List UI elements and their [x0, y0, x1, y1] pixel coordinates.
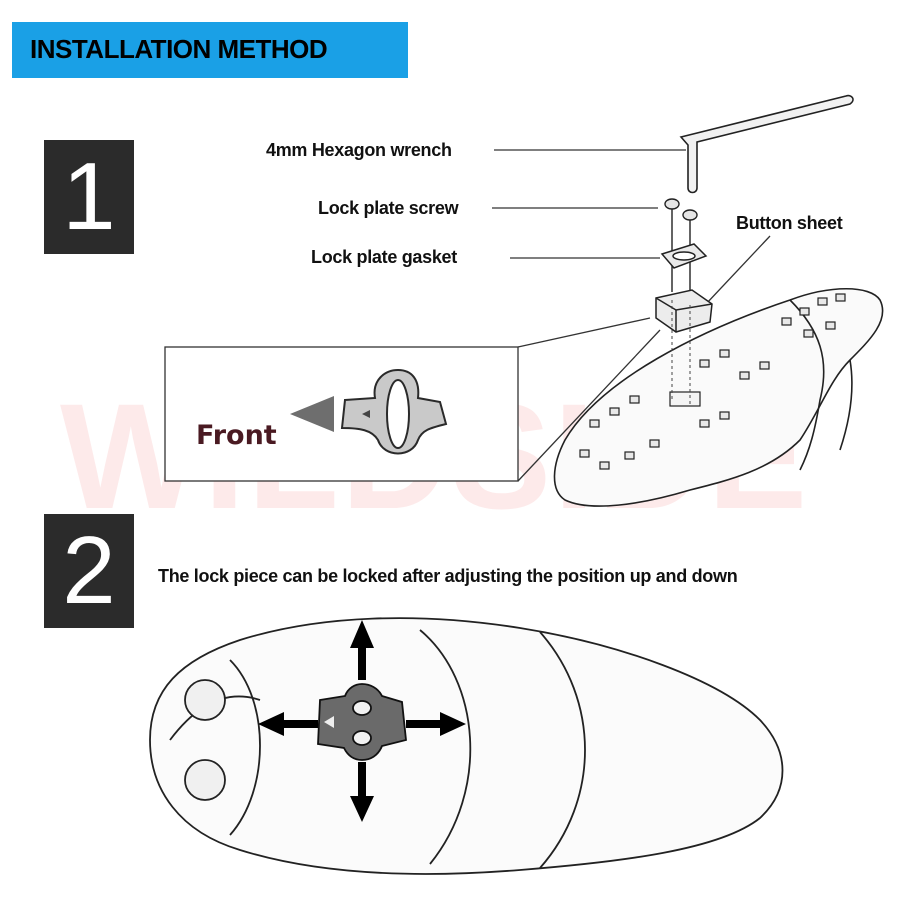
hexagon-wrench-icon: [681, 96, 853, 193]
button-sheet-label: Button sheet: [736, 213, 842, 234]
front-label: Front: [196, 420, 277, 451]
step-2-caption: The lock piece can be locked after adjus…: [158, 566, 737, 587]
shoe-sole-top-view-icon: [150, 618, 783, 874]
screw-label: Lock plate screw: [318, 198, 458, 219]
lock-plate-gasket-icon: [662, 244, 706, 268]
wrench-label: 4mm Hexagon wrench: [266, 140, 452, 161]
cleat-icon: [656, 290, 712, 332]
shoe-sole-perspective-icon: [554, 289, 882, 506]
gasket-label: Lock plate gasket: [311, 247, 457, 268]
button-sheet-leader-line: [706, 236, 770, 304]
